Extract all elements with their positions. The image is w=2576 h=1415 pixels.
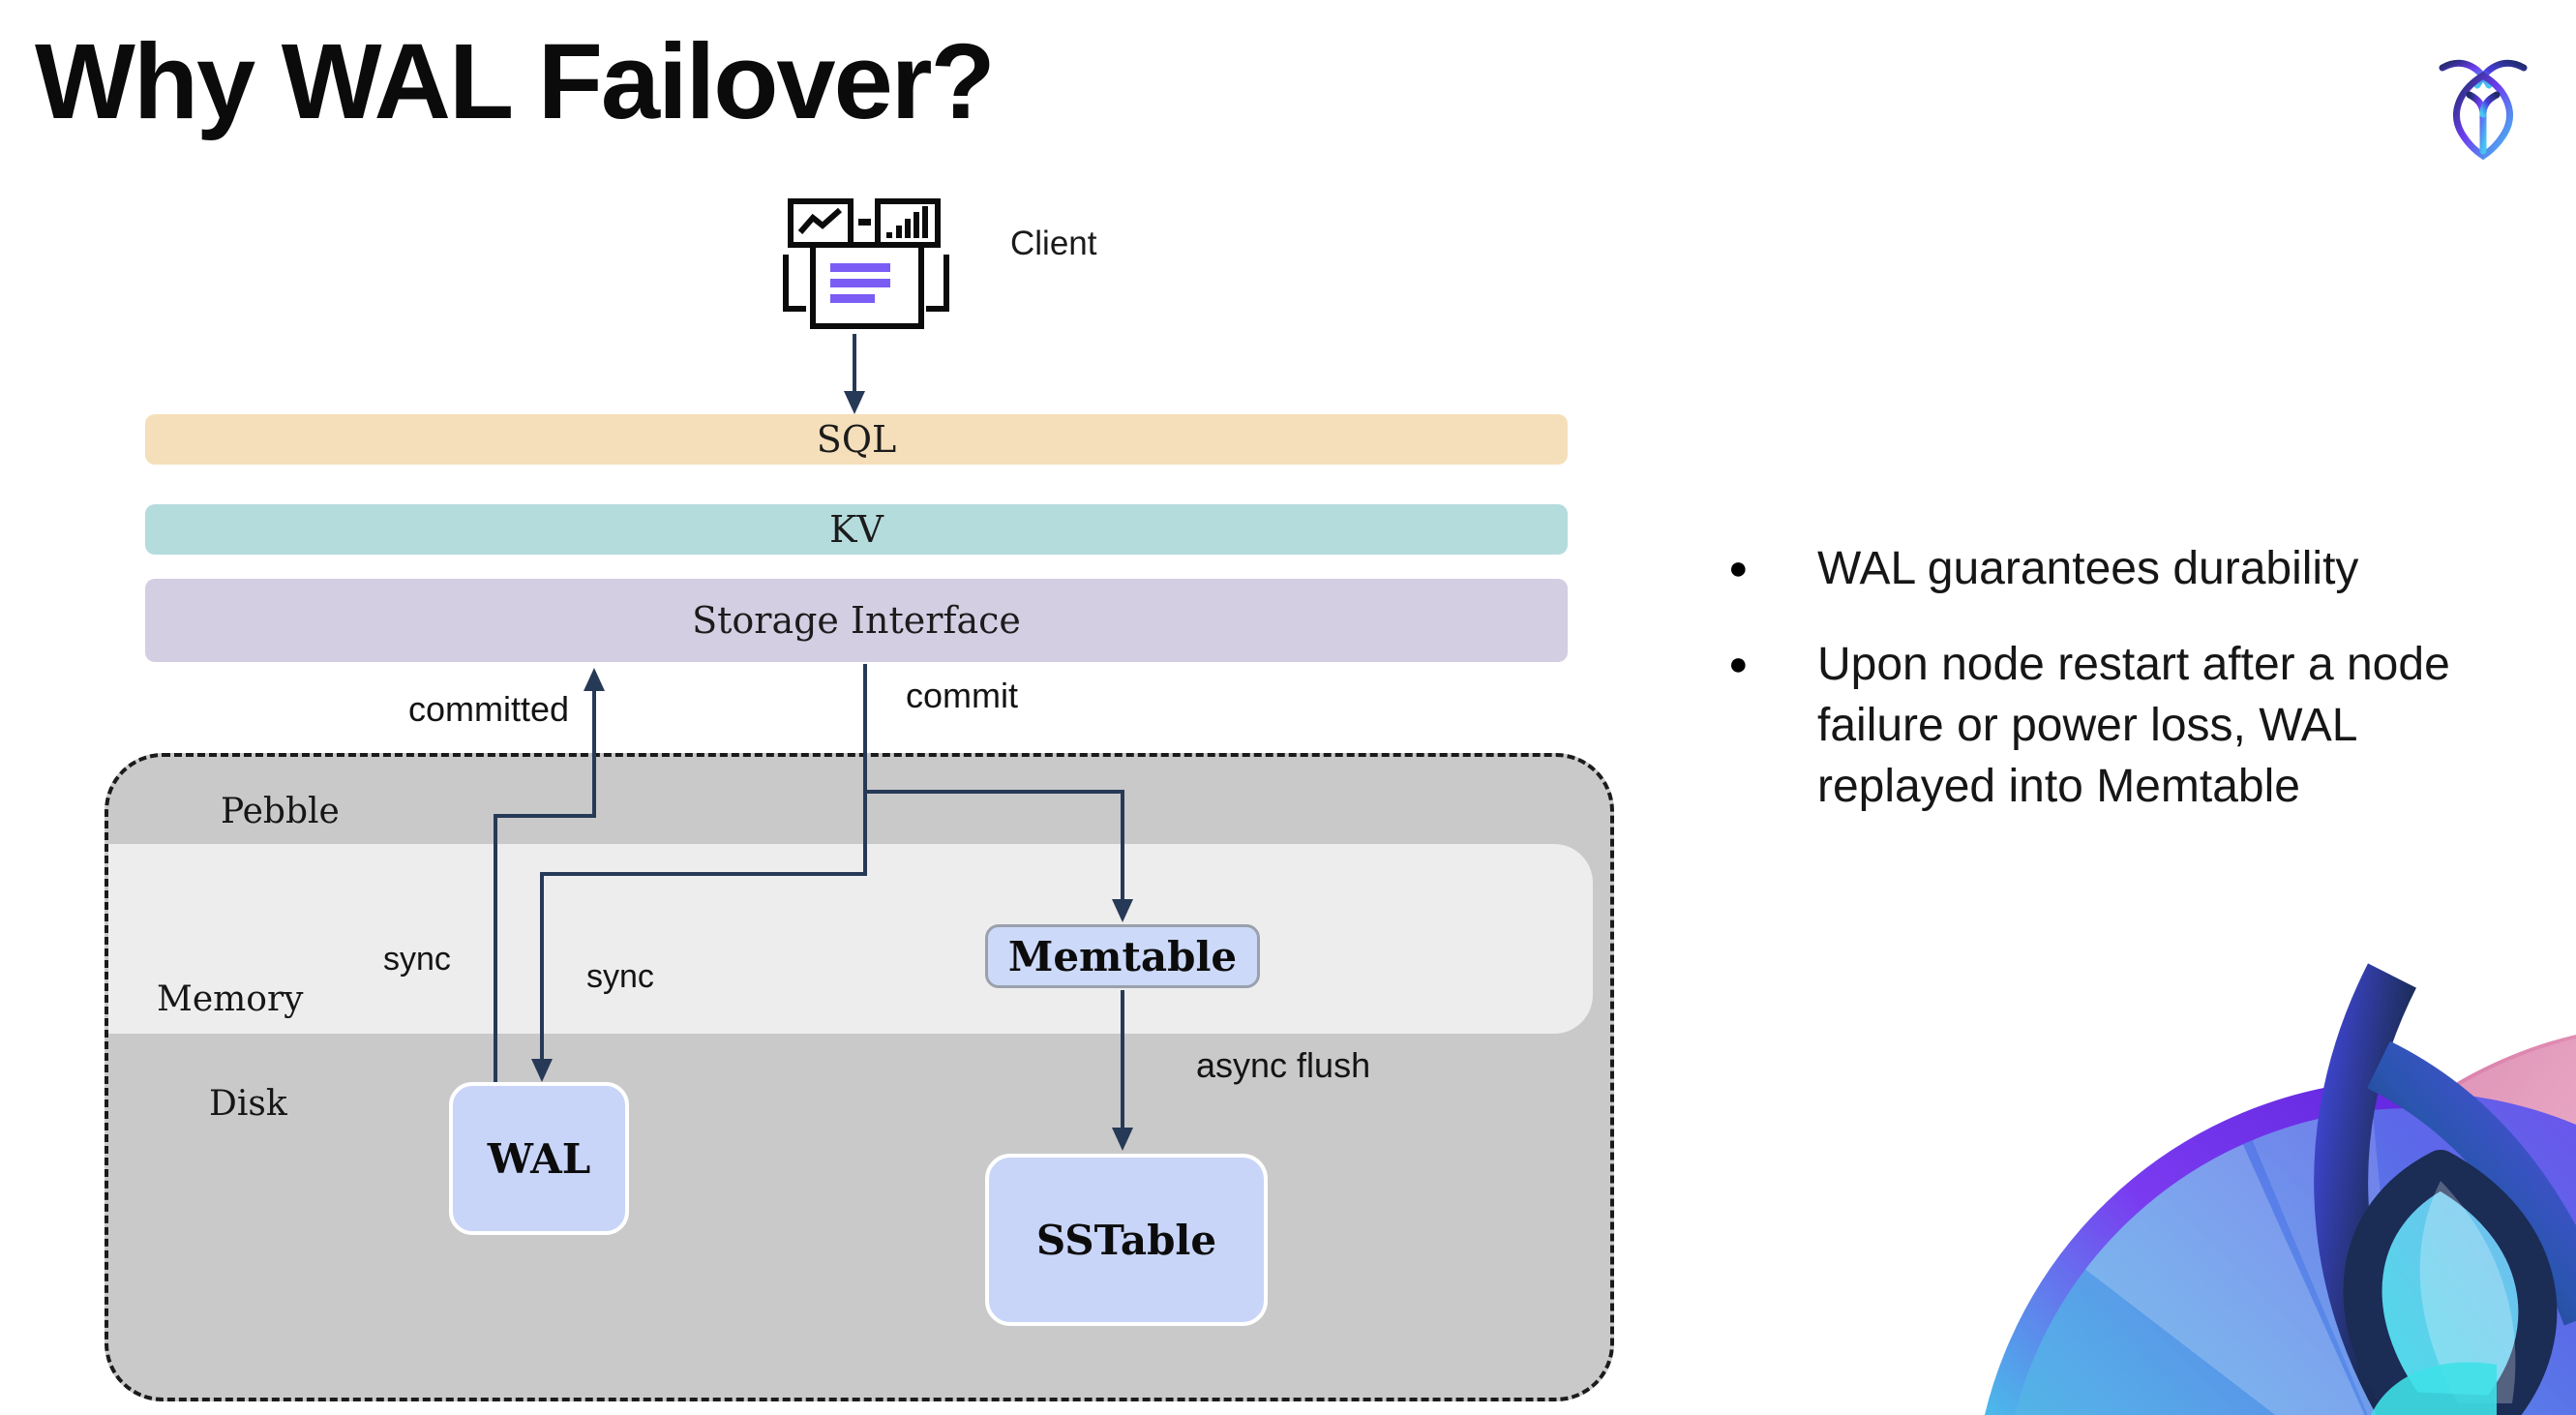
layer-kv-label: KV (829, 508, 884, 551)
sync-right-label: sync (586, 958, 654, 995)
bullet-text: WAL guarantees durability (1817, 543, 2359, 594)
arrowhead-into-storage (584, 668, 605, 691)
bullet-item-durability: ● WAL guarantees durability (1713, 538, 2506, 599)
arrowhead-into-sql (844, 391, 865, 414)
sstable-node: SSTable (985, 1154, 1268, 1326)
memtable-node-label: Memtable (1007, 932, 1238, 980)
client-label: Client (1010, 225, 1097, 262)
pebble-label: Pebble (221, 792, 340, 831)
bar-chart-icon (875, 198, 941, 248)
async-flush-label: async flush (1196, 1045, 1371, 1085)
memtable-node: Memtable (985, 924, 1260, 988)
decorative-corner-art (1985, 963, 2576, 1415)
wal-node-label: WAL (487, 1134, 591, 1183)
bullet-text: Upon node restart after a node failure o… (1817, 639, 2450, 812)
layer-storage-interface: Storage Interface (145, 579, 1568, 662)
dash-glyph (858, 219, 871, 226)
disk-label: Disk (209, 1084, 287, 1124)
layer-sql-label: SQL (816, 418, 897, 461)
sync-left-label: sync (383, 941, 451, 978)
memory-label: Memory (157, 979, 304, 1019)
layer-sql: SQL (145, 414, 1568, 465)
line-chart-icon (788, 198, 854, 248)
page-title: Why WAL Failover? (35, 22, 996, 141)
bullet-dot-icon: ● (1728, 550, 1749, 587)
document-icon (783, 242, 949, 329)
bullet-item-replay: ● Upon node restart after a node failure… (1713, 634, 2506, 817)
pebble-container (105, 753, 1614, 1401)
bullet-list: ● WAL guarantees durability ● Upon node … (1713, 538, 2506, 817)
bullet-dot-icon: ● (1728, 646, 1749, 682)
cockroachdb-logo-icon (2439, 59, 2528, 161)
sstable-node-label: SSTable (1035, 1216, 1217, 1264)
layer-kv: KV (145, 504, 1568, 555)
commit-label: commit (906, 676, 1018, 715)
wal-node: WAL (449, 1082, 629, 1235)
layer-storage-label: Storage Interface (692, 599, 1021, 642)
memory-band (108, 844, 1593, 1034)
committed-label: committed (408, 689, 570, 729)
client-icon (783, 198, 949, 329)
